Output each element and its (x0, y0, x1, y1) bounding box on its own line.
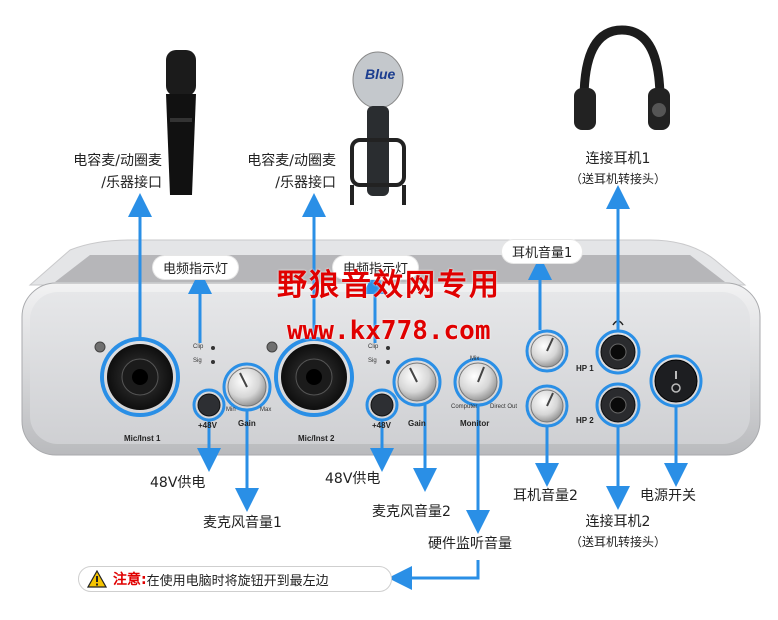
mix-label: Mix (470, 356, 480, 362)
hp2-connect-label: 连接耳机2 （送耳机转接头） (569, 514, 666, 549)
phantom-power-button-2[interactable] (370, 393, 394, 417)
note-label: 注意: (113, 572, 147, 588)
plus48v-1-label: +48V (198, 421, 217, 430)
hp1-label: HP 1 (576, 364, 594, 373)
note-text: 在使用电脑时将旋钮开到最左边 (146, 573, 329, 589)
min-label: Min (226, 407, 236, 413)
clip-label-1: Clip (193, 344, 204, 350)
clip-label-2: Clip (368, 344, 379, 350)
gain-1-callout: 麦克风音量1 (203, 515, 282, 531)
sig-led-2 (386, 360, 390, 364)
plus48v-2-label: +48V (372, 421, 391, 430)
callout-arrows (128, 185, 688, 590)
direct-out-label: Direct Out (490, 404, 518, 410)
clip-led-2 (386, 346, 390, 350)
hp1-connect-label: 连接耳机1 （送耳机转接头） (569, 151, 666, 186)
screw-icon (94, 341, 106, 353)
hp-volume-1-label: 耳机音量1 (502, 240, 583, 263)
usage-note: 注意: 在使用电脑时将旋钮开到最左边 (78, 566, 392, 592)
hp2-label: HP 2 (576, 416, 594, 425)
level-led-label-1: 电频指示灯 (153, 256, 239, 279)
gain-2-label: Gain (408, 419, 426, 428)
monitor-callout: 硬件监听音量 (428, 536, 512, 552)
condenser-stick-mic-icon (166, 50, 196, 195)
phantom-2-label: 48V供电 (325, 471, 381, 487)
monitor-label: Monitor (460, 419, 490, 428)
phantom-1-label: 48V供电 (150, 475, 206, 491)
hp-volume-2-label: 耳机音量2 (513, 488, 578, 504)
blue-microphone-icon (350, 51, 406, 205)
gain-2-callout: 麦克风音量2 (372, 504, 451, 520)
power-switch[interactable] (654, 359, 698, 403)
mic-inst-1-label: Mic/Inst 1 (124, 434, 161, 443)
watermark-url: www.kx778.com (287, 316, 491, 346)
blue-logo: Blue (365, 66, 396, 82)
mic1-port-label: 电容麦/动圈麦 /乐器接口 (73, 153, 162, 191)
sig-led-1 (211, 360, 215, 364)
gain-1-label: Gain (238, 419, 256, 428)
power-switch-label: 电源开关 (640, 488, 696, 504)
mic-inst-2-label: Mic/Inst 2 (298, 434, 335, 443)
headphones-icon (574, 25, 670, 130)
mic2-port-label: 电容麦/动圈麦 /乐器接口 (247, 153, 336, 191)
phantom-power-button-1[interactable] (197, 393, 221, 417)
max-label: Max (260, 407, 272, 413)
sig-label-1: Sig (193, 358, 202, 364)
level-led-label-2: 电频指示灯 (333, 256, 419, 279)
clip-led-1 (211, 346, 215, 350)
warning-icon (87, 570, 107, 588)
watermark-title: 野狼音效网专用 (277, 268, 501, 303)
computer-label: Computer (451, 404, 478, 410)
sig-label-2: Sig (368, 358, 377, 364)
